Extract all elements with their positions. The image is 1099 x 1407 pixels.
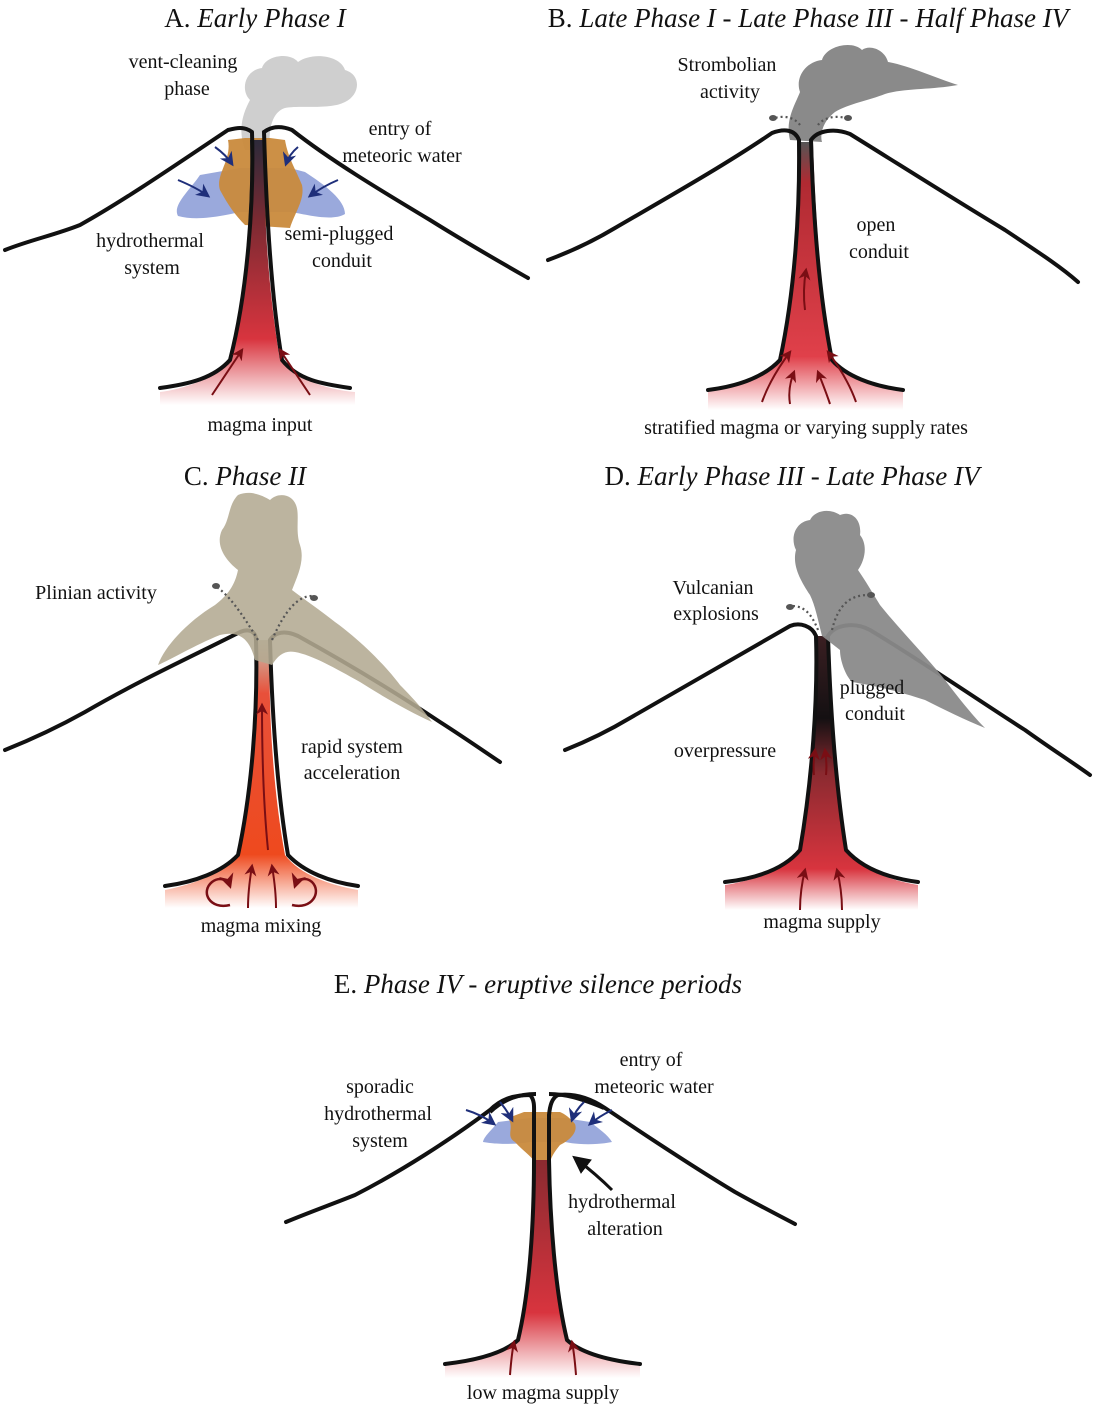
label-meteoric-water: entry of <box>620 1049 683 1071</box>
magma-flow-arrow <box>278 348 311 396</box>
magma-flow-arrow <box>256 702 269 851</box>
label-sporadic-hydrothermal-2: hydrothermal <box>324 1103 432 1125</box>
label-hydrothermal-system: hydrothermal <box>96 230 204 252</box>
ballistic-trajectory <box>217 587 259 641</box>
label-low-magma-supply: low magma supply <box>467 1382 619 1404</box>
ballistic-trajectory <box>830 593 869 631</box>
label-vulcanian-2: explosions <box>673 603 759 625</box>
water-inflow-arrow <box>177 179 211 198</box>
panel-c-title: C. Phase II <box>184 461 308 491</box>
magma-flow-arrow <box>815 369 831 405</box>
magma-flow-arrow <box>798 267 811 311</box>
overpressure-arrow <box>807 747 820 776</box>
label-rapid-acceleration-2: acceleration <box>304 762 401 784</box>
label-semi-plugged: semi-plugged <box>285 223 394 245</box>
label-sporadic-hydrothermal: sporadic <box>346 1076 414 1098</box>
ballistic-block <box>212 583 220 589</box>
water-inflow-arrow <box>282 146 299 167</box>
ash-plume <box>158 492 432 722</box>
label-strombolian-2: activity <box>700 81 760 103</box>
panel-c: C. Phase II Plinian activity rapid syste… <box>3 461 502 937</box>
panel-a-title: A. Early Phase I <box>164 3 347 33</box>
label-vulcanian: Vulcanian <box>673 577 754 599</box>
panel-e: E. Phase IV - eruptive silence periods s… <box>284 969 797 1404</box>
label-vent-cleaning: vent-cleaning <box>129 51 238 73</box>
ballistic-block <box>867 592 875 598</box>
volcano-outline-right <box>809 128 1080 392</box>
alteration-pointer-arrow <box>572 1155 614 1192</box>
panel-d-title: D. Early Phase III - Late Phase IV <box>605 461 983 491</box>
label-open-conduit: open <box>857 214 896 236</box>
ballistic-block <box>844 115 852 121</box>
ballistic-trajectory <box>791 604 820 631</box>
volcano-outline-left <box>563 622 819 884</box>
conduit-magma <box>445 1160 640 1378</box>
label-hydrothermal-alteration: hydrothermal <box>568 1191 676 1213</box>
ballistic-trajectory <box>817 115 846 126</box>
magma-flow-arrow <box>267 863 280 909</box>
label-semi-plugged-2: conduit <box>312 250 372 272</box>
label-sporadic-hydrothermal-3: system <box>352 1130 408 1152</box>
label-plugged-conduit: plugged <box>840 677 904 699</box>
water-inflow-arrow <box>214 146 234 167</box>
magma-flow-arrow <box>567 1339 580 1376</box>
ballistic-trajectory <box>774 115 801 126</box>
label-meteoric-water-2: meteoric water <box>594 1076 714 1098</box>
volcano-outline-right <box>262 125 530 390</box>
magma-flow-arrow <box>211 348 244 396</box>
label-hydrothermal-alteration-2: alteration <box>587 1218 663 1240</box>
water-inflow-arrow <box>568 1101 585 1123</box>
volcano-outline-left <box>3 126 255 390</box>
water-inflow-arrow <box>465 1109 497 1126</box>
label-stratified-magma: stratified magma or varying supply rates <box>644 417 968 439</box>
panel-d: D. Early Phase III - Late Phase IV Vulca… <box>563 461 1092 933</box>
label-meteoric-water: entry of <box>369 118 432 140</box>
magma-flow-arrow <box>761 350 792 403</box>
magma-flow-arrow <box>796 867 809 911</box>
label-open-conduit-2: conduit <box>849 241 909 263</box>
label-overpressure: overpressure <box>674 740 776 762</box>
label-plugged-conduit-2: conduit <box>845 703 905 725</box>
volcano-outline-left <box>546 128 802 392</box>
conduit-magma <box>165 640 358 908</box>
conduit-magma <box>160 140 355 405</box>
panel-b-title: B. Late Phase I - Late Phase III - Half … <box>548 3 1072 33</box>
panel-b: B. Late Phase I - Late Phase III - Half … <box>546 3 1080 439</box>
ballistic-block <box>769 115 777 121</box>
volcano-outline-left <box>284 1093 537 1366</box>
ballistic-block <box>786 604 794 610</box>
magma-flow-arrow <box>833 867 846 911</box>
magma-flow-arrow <box>506 1339 519 1376</box>
water-inflow-arrow <box>499 1101 514 1123</box>
magma-mixing-arrow <box>205 872 234 908</box>
volcano-outline-right <box>547 1092 797 1366</box>
water-inflow-arrow <box>307 179 339 198</box>
label-magma-input: magma input <box>208 414 313 436</box>
label-hydrothermal-system-2: system <box>124 257 180 279</box>
overpressure-arrow <box>820 747 833 776</box>
label-rapid-acceleration: rapid system <box>301 736 403 758</box>
label-vent-cleaning-2: phase <box>164 78 210 100</box>
magma-flow-arrow <box>784 369 797 405</box>
panel-a: A. Early Phase I vent-cleaning phase ent… <box>3 3 530 436</box>
label-strombolian: Strombolian <box>678 54 777 76</box>
magma-flow-arrow <box>826 350 857 403</box>
volcano-outline-left <box>3 628 259 888</box>
ash-plume <box>788 45 958 142</box>
crater-rim <box>488 1092 605 1114</box>
conduit-magma <box>725 636 918 910</box>
label-magma-mixing: magma mixing <box>201 915 322 937</box>
water-inflow-arrow <box>587 1109 613 1126</box>
panel-e-title: E. Phase IV - eruptive silence periods <box>334 969 742 999</box>
ash-plume <box>793 510 985 728</box>
magma-mixing-arrow <box>291 872 318 908</box>
magma-flow-arrow <box>244 863 257 909</box>
label-magma-supply: magma supply <box>763 911 880 933</box>
label-plinian: Plinian activity <box>35 582 157 604</box>
hydrothermal-fluid-zone <box>508 1112 576 1162</box>
ballistic-block <box>310 595 318 601</box>
label-meteoric-water-2: meteoric water <box>342 145 462 167</box>
